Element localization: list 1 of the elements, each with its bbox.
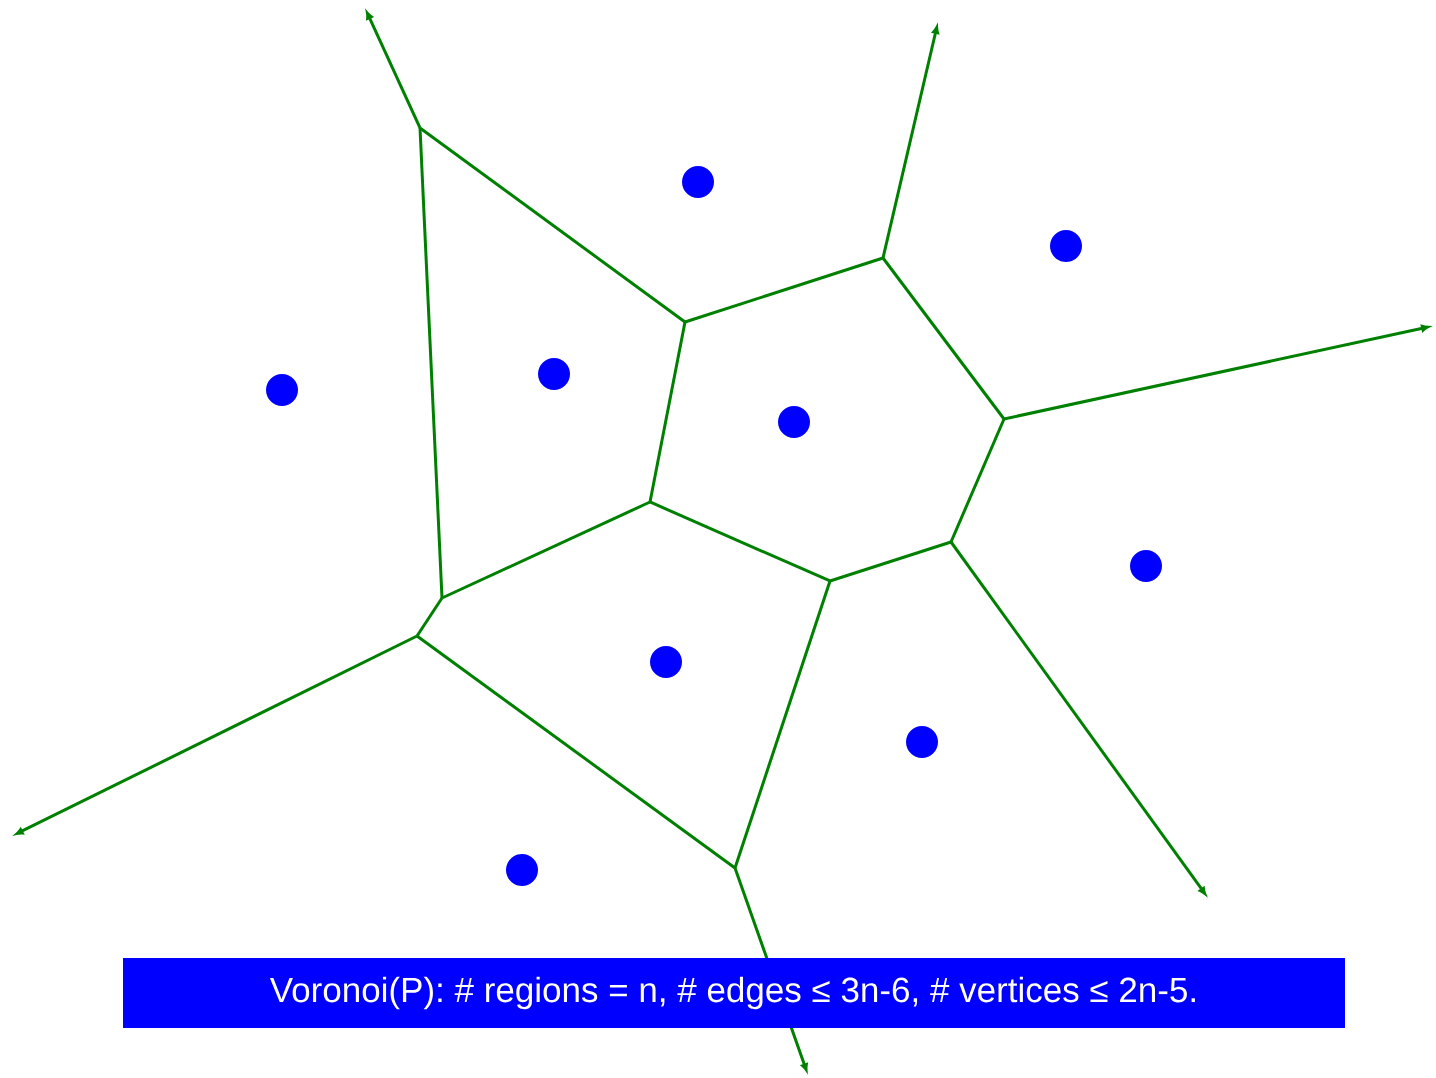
caption-box: Voronoi(P): # regions = n, # edges ≤ 3n-6, # vertices ≤ 2n-5. [123,958,1345,1028]
